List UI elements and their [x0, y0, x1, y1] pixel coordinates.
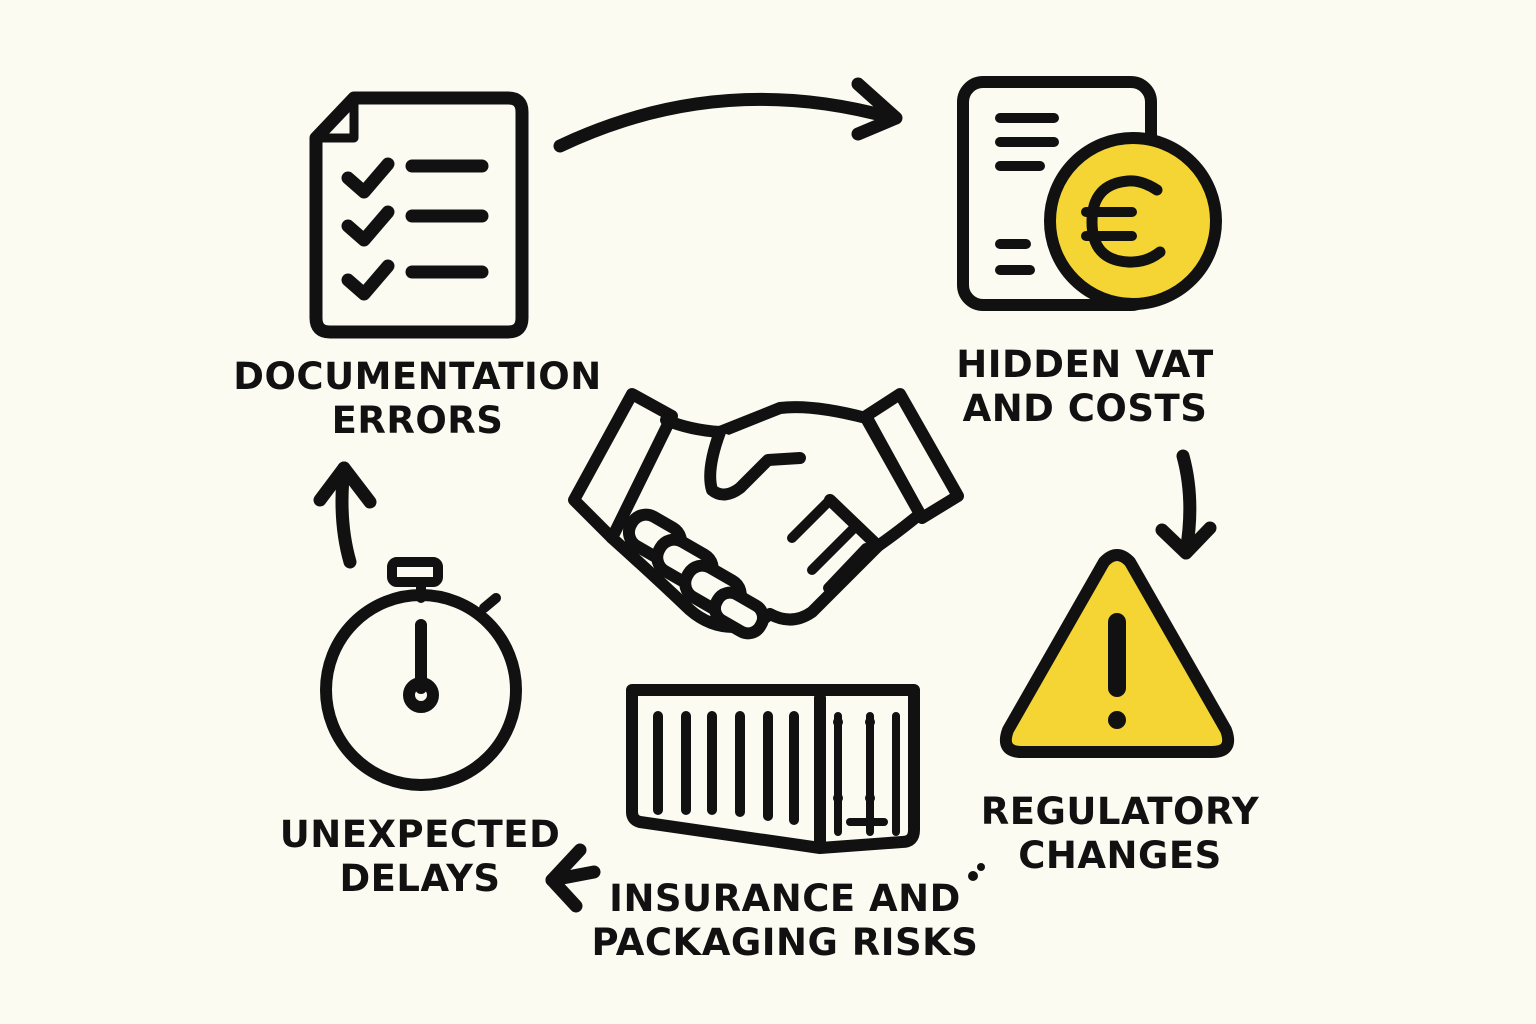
arrow-delays-to-doc-icon [313, 461, 377, 569]
label-insurance-packaging-line1: INSURANCE AND [609, 877, 961, 920]
label-unexpected-delays-line2: DELAYS [339, 857, 501, 900]
arrow-reg-to-ins-icon [968, 863, 985, 881]
label-regulatory-changes-line1: REGULATORY [980, 790, 1260, 833]
warning-triangle-icon [999, 549, 1235, 758]
label-unexpected-delays: UNEXPECTED DELAYS [270, 813, 570, 901]
arrow-doc-to-vat-icon [553, 77, 903, 153]
shipping-container-icon [626, 684, 920, 854]
label-unexpected-delays-line1: UNEXPECTED [279, 813, 561, 856]
invoice-euro-coin-icon [957, 76, 1222, 311]
arrow-vat-to-reg-icon [1155, 449, 1217, 560]
label-documentation-errors: DOCUMENTATION ERRORS [220, 355, 615, 443]
checklist-document-icon [309, 91, 529, 339]
label-insurance-packaging: INSURANCE AND PACKAGING RISKS [580, 877, 990, 965]
arrow-ins-to-delays-icon [545, 843, 601, 913]
stopwatch-icon [320, 557, 522, 791]
label-documentation-errors-line2: ERRORS [331, 399, 504, 442]
label-insurance-packaging-line2: PACKAGING RISKS [591, 921, 979, 964]
label-hidden-vat-line1: HIDDEN VAT [956, 343, 1214, 386]
handshake-icon [568, 388, 964, 640]
label-regulatory-changes: REGULATORY CHANGES [975, 790, 1265, 878]
label-documentation-errors-line1: DOCUMENTATION [233, 355, 602, 398]
label-regulatory-changes-line2: CHANGES [1018, 834, 1222, 877]
label-hidden-vat-line2: AND COSTS [962, 387, 1208, 430]
label-hidden-vat: HIDDEN VAT AND COSTS [935, 343, 1235, 431]
